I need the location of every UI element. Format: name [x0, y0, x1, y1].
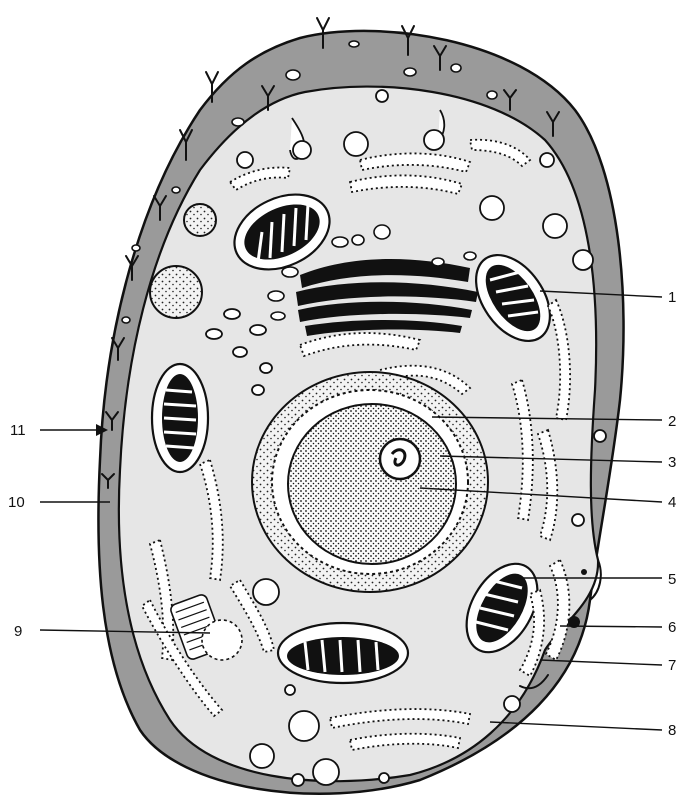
- label-9: 9: [14, 623, 22, 640]
- label-8: 8: [668, 722, 676, 739]
- nucleoplasm: [288, 404, 456, 564]
- label-4: 4: [668, 494, 676, 511]
- label-6: 6: [668, 619, 676, 636]
- label-5: 5: [668, 571, 676, 588]
- label-11: 11: [10, 422, 26, 439]
- label-7: 7: [668, 657, 676, 674]
- nucleus: [252, 372, 488, 592]
- mitochondrion-bottom: [278, 623, 408, 683]
- label-2: 2: [668, 413, 676, 430]
- label-1: 1: [668, 289, 676, 306]
- mitochondrion-left: [152, 364, 208, 472]
- label-3: 3: [668, 454, 676, 471]
- nucleolus: [380, 439, 420, 479]
- label-10: 10: [8, 494, 25, 511]
